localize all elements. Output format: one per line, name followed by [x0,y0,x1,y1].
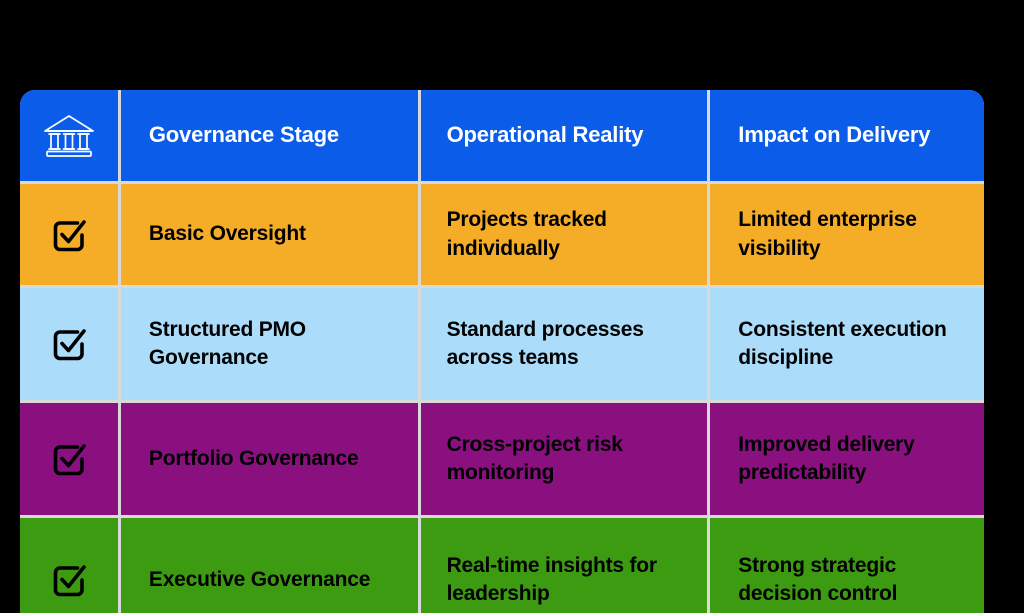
cell-impact-on-delivery: Strong strategic decision control [710,518,984,613]
cell-operational-reality: Standard processes across teams [420,288,708,400]
bank-institution-icon [41,112,97,160]
cell-impact-on-delivery: Improved delivery predictability [710,403,984,515]
cell-text: Cross-project risk monitoring [446,432,623,484]
header-icon-cell [20,90,118,181]
table-header-row: Governance Stage Operational Reality Imp… [20,90,984,181]
cell-impact-on-delivery: Limited enterprise visibility [710,184,984,285]
header-label-governance-stage: Governance Stage [148,122,339,148]
checkbox-checked-icon [49,439,89,479]
table-row: Basic Oversight Projects tracked individ… [20,184,984,285]
cell-text: Projects tracked individually [446,208,607,260]
cell-text: Limited enterprise visibility [738,208,917,260]
cell-text: Standard processes across teams [446,317,644,369]
cell-text: Improved delivery predictability [738,432,915,484]
table-row: Structured PMO Governance Standard proce… [20,288,984,400]
checkbox-checked-icon [49,560,89,600]
cell-governance-stage: Basic Oversight [120,184,418,285]
cell-text: Portfolio Governance [148,446,359,470]
cell-governance-stage: Portfolio Governance [120,403,418,515]
header-label-impact-on-delivery: Impact on Delivery [738,122,931,148]
row-icon-cell [20,518,118,613]
header-cell-impact-on-delivery: Impact on Delivery [710,90,984,181]
header-label-operational-reality: Operational Reality [446,122,644,148]
header-cell-operational-reality: Operational Reality [420,90,708,181]
row-icon-cell [20,403,118,515]
header-cell-governance-stage: Governance Stage [120,90,418,181]
cell-operational-reality: Cross-project risk monitoring [420,403,708,515]
checkbox-checked-icon [49,324,89,364]
table-row: Executive Governance Real-time insights … [20,518,984,613]
row-icon-cell [20,288,118,400]
cell-text: Consistent execution discipline [738,317,947,369]
table-row: Portfolio Governance Cross-project risk … [20,403,984,515]
cell-text: Executive Governance [148,567,371,591]
cell-operational-reality: Projects tracked individually [420,184,708,285]
cell-text: Strong strategic decision control [738,553,898,605]
row-icon-cell [20,184,118,285]
cell-governance-stage: Structured PMO Governance [120,288,418,400]
cell-text: Real-time insights for leadership [446,553,657,605]
checkbox-checked-icon [49,215,89,255]
cell-governance-stage: Executive Governance [120,518,418,613]
cell-operational-reality: Real-time insights for leadership [420,518,708,613]
cell-impact-on-delivery: Consistent execution discipline [710,288,984,400]
cell-text: Structured PMO Governance [148,317,306,369]
cell-text: Basic Oversight [148,222,306,246]
governance-maturity-table: Governance Stage Operational Reality Imp… [20,90,984,613]
